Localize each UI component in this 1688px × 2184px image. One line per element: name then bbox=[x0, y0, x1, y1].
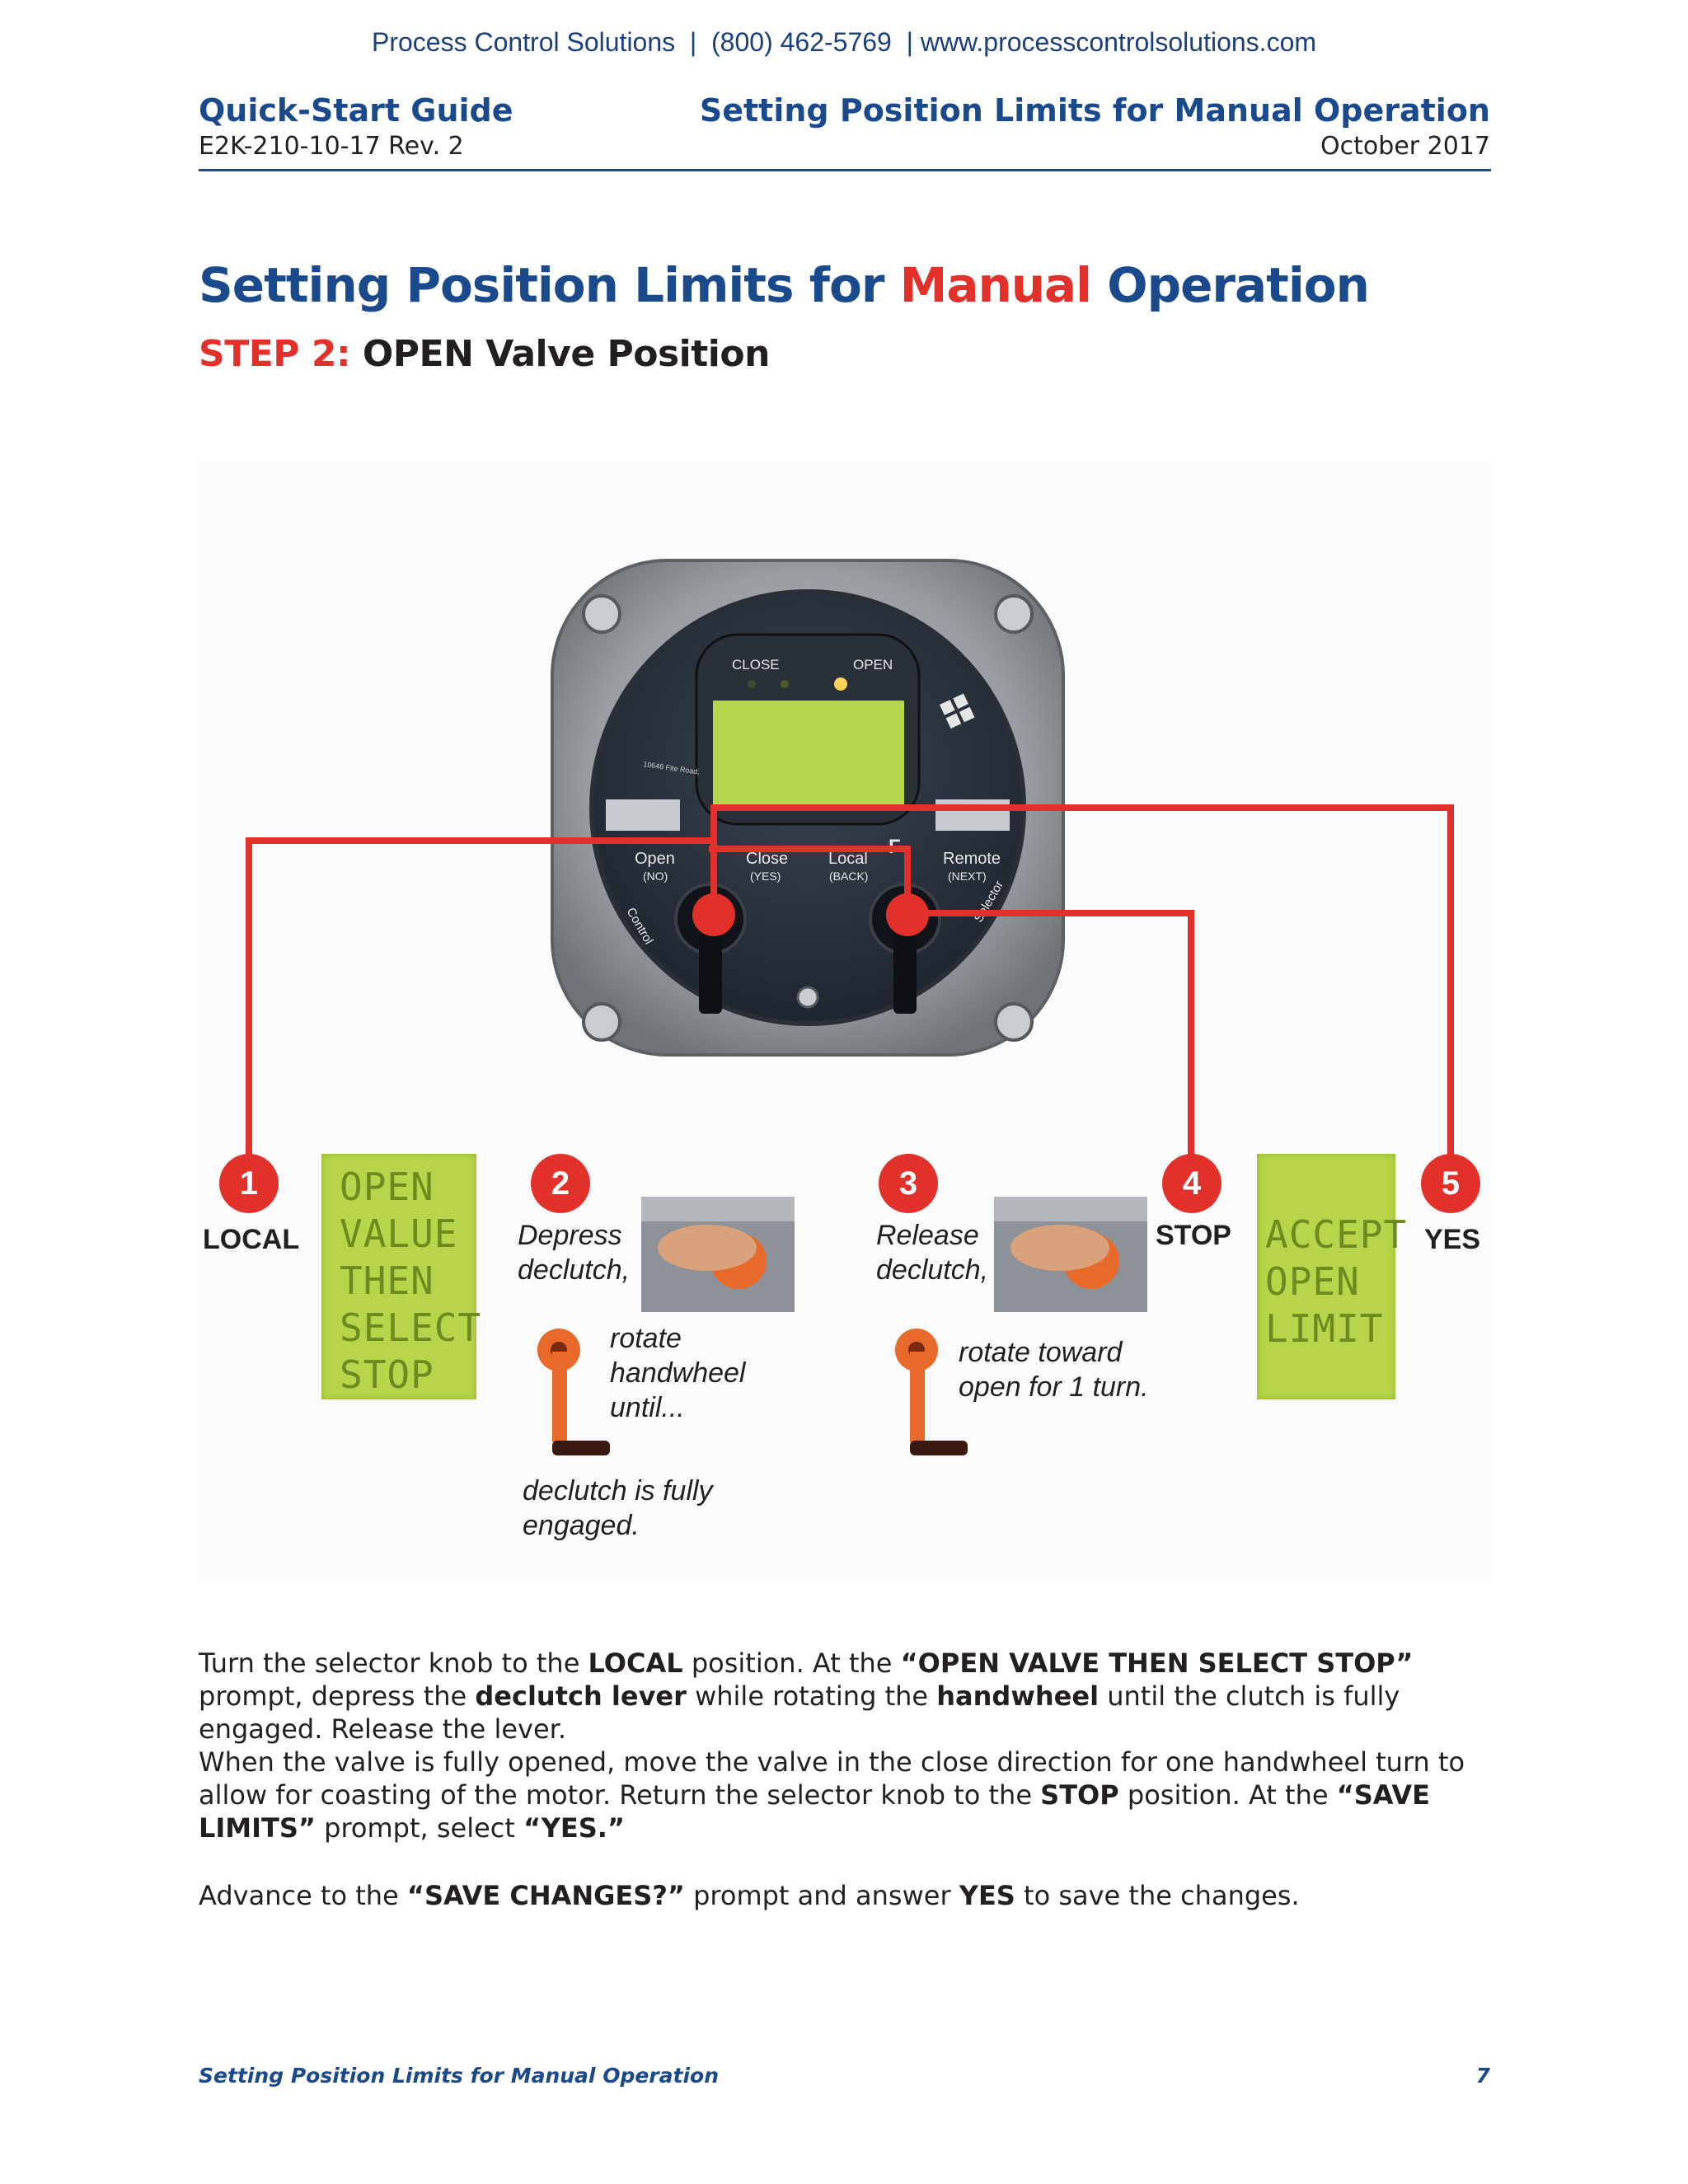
instructions-text-8: prompt, select bbox=[316, 1812, 523, 1844]
step-1-label: LOCAL bbox=[203, 1224, 299, 1256]
instructions-paragraph: Turn the selector knob to the LOCAL posi… bbox=[199, 1647, 1501, 1844]
advance-yes: YES bbox=[959, 1880, 1015, 1911]
instructions-yes: “YES.” bbox=[523, 1812, 625, 1844]
advance-text-2: prompt and answer bbox=[685, 1880, 959, 1911]
callout-line-3 bbox=[709, 849, 907, 913]
advance-paragraph: Advance to the “SAVE CHANGES?” prompt an… bbox=[199, 1879, 1501, 1912]
step-badge-1: 1 bbox=[219, 1154, 279, 1213]
instructions-local: LOCAL bbox=[588, 1647, 683, 1679]
step-4-label: STOP bbox=[1156, 1220, 1231, 1252]
instructions-prompt: “OPEN VALVE THEN SELECT STOP” bbox=[901, 1647, 1414, 1679]
handwheel-crank-icon-3 bbox=[877, 1319, 968, 1467]
instructions-text-2: position. At the bbox=[683, 1647, 901, 1679]
instructions-stop: STOP bbox=[1040, 1779, 1119, 1811]
step-2-text-engaged: declutch is fully engaged. bbox=[523, 1474, 713, 1543]
step-badge-2: 2 bbox=[531, 1154, 590, 1213]
step-2-text-rotate: rotate handwheel until... bbox=[610, 1321, 745, 1425]
advance-text-3: to save the changes. bbox=[1015, 1880, 1300, 1911]
lcd-text-open-valve: OPEN VALUE THEN SELECT STOP bbox=[340, 1164, 481, 1399]
lcd-text-accept-open-limit: ACCEPT OPEN LIMIT bbox=[1265, 1212, 1407, 1352]
callout-line-4 bbox=[907, 913, 1191, 1164]
lcd-panel-open-value: OPEN VALUE THEN SELECT STOP bbox=[321, 1154, 476, 1399]
declutch-hand-photo-3 bbox=[994, 1197, 1147, 1312]
instructions-text-4: while rotating the bbox=[687, 1680, 936, 1712]
footer-section-title: Setting Position Limits for Manual Opera… bbox=[199, 2064, 719, 2088]
lcd-panel-accept-open-limit: ACCEPT OPEN LIMIT bbox=[1257, 1154, 1395, 1399]
callout-line-1 bbox=[249, 841, 714, 1164]
instructions-text-1: Turn the selector knob to the bbox=[199, 1647, 588, 1679]
step-5-label: YES bbox=[1424, 1224, 1480, 1256]
handwheel-crank-icon-2 bbox=[519, 1319, 610, 1467]
callout-dot-selector-knob bbox=[886, 893, 929, 936]
declutch-hand-photo-2 bbox=[641, 1197, 795, 1312]
step-3-text-release: Release declutch, bbox=[876, 1218, 988, 1287]
step-3-text-rotate: rotate toward open for 1 turn. bbox=[959, 1335, 1149, 1404]
instructions-text-7: position. At the bbox=[1119, 1779, 1337, 1811]
instructions-text-3: prompt, depress the bbox=[199, 1680, 475, 1712]
footer-page-number: 7 bbox=[1476, 2064, 1490, 2088]
instructions-declutch: declutch lever bbox=[475, 1680, 687, 1712]
advance-text-1: Advance to the bbox=[199, 1880, 407, 1911]
step-2-text-depress: Depress declutch, bbox=[518, 1218, 630, 1287]
step-badge-5: 5 bbox=[1421, 1154, 1480, 1213]
callout-line-5 bbox=[714, 808, 1451, 1164]
step-badge-3: 3 bbox=[879, 1154, 938, 1213]
step-badge-4: 4 bbox=[1162, 1154, 1221, 1213]
advance-save-changes: “SAVE CHANGES?” bbox=[407, 1880, 685, 1911]
instructions-handwheel: handwheel bbox=[936, 1680, 1099, 1712]
callout-dot-control-knob bbox=[692, 893, 735, 936]
